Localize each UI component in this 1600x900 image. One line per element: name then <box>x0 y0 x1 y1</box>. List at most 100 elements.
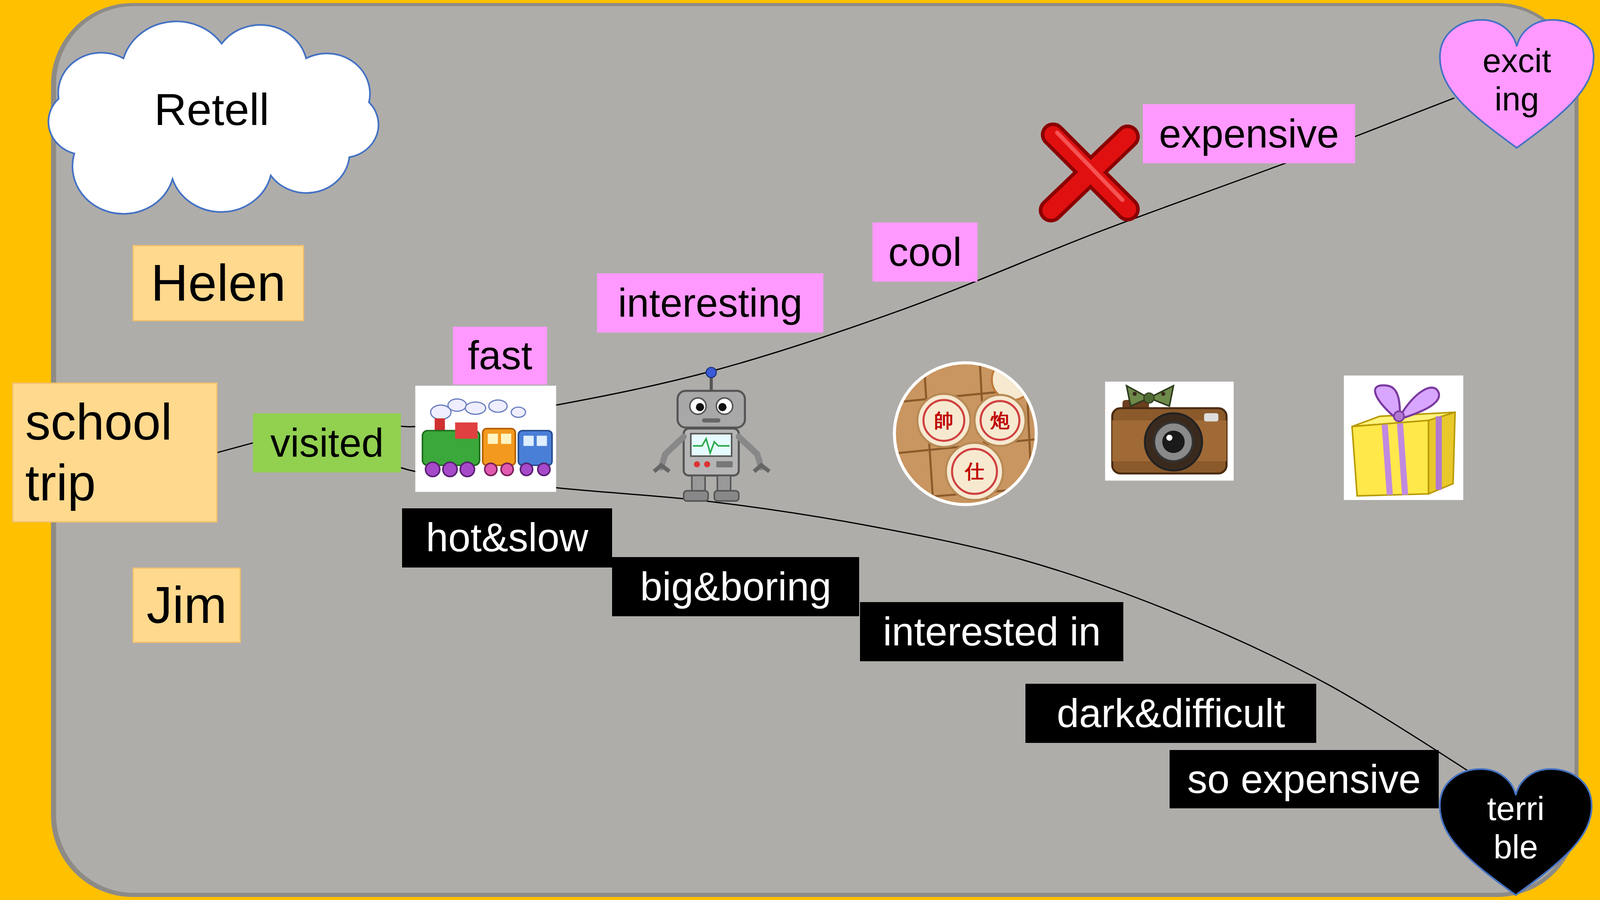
name-box: Jim <box>132 567 241 643</box>
positive-word: fast <box>452 326 547 385</box>
gift-picture <box>1343 375 1464 500</box>
chess-picture <box>887 357 1041 510</box>
camera-picture <box>1166 434 1173 441</box>
negative-word: interested in <box>860 602 1124 662</box>
positive-word: expensive <box>1142 104 1355 164</box>
train-picture <box>465 402 486 415</box>
gift-picture <box>1435 416 1443 490</box>
topic-box: school trip <box>12 382 218 523</box>
chess-character: 炮 <box>990 410 1010 430</box>
robot-picture <box>654 367 770 502</box>
heart-outline <box>1440 20 1594 148</box>
camera-picture <box>1132 391 1137 396</box>
train-picture <box>500 463 513 476</box>
cross-mark <box>1050 132 1128 210</box>
train-picture <box>447 399 467 412</box>
cross-mark <box>1050 134 1128 210</box>
gift-picture <box>1384 423 1405 495</box>
cloud-outline <box>48 21 379 215</box>
verb-box: visited <box>252 413 401 473</box>
chess-character: 仕 <box>965 461 985 481</box>
train-picture <box>487 433 498 444</box>
camera-picture <box>1143 392 1154 403</box>
robot-picture <box>692 438 730 453</box>
robot-picture <box>702 418 721 423</box>
node-text: terri ble <box>1466 789 1565 867</box>
node-text: visited <box>270 420 384 466</box>
chess-picture <box>991 359 1033 400</box>
chess-character: 帥 <box>934 410 954 430</box>
chess-picture <box>917 393 971 447</box>
node-text: interesting <box>617 280 803 326</box>
robot-picture <box>716 397 733 415</box>
robot-picture <box>716 461 733 468</box>
train-picture <box>488 400 508 413</box>
robot-picture <box>690 397 707 415</box>
robot-picture <box>738 436 762 468</box>
node-text: cool <box>888 229 962 275</box>
node-text: dark&difficult <box>1056 690 1285 737</box>
chess-picture <box>974 395 1026 446</box>
gift-picture <box>1393 411 1404 422</box>
robot-picture <box>690 433 732 457</box>
positive-word: cool <box>872 222 978 282</box>
gift-picture <box>1400 387 1440 419</box>
node-text: Jim <box>146 575 228 635</box>
camera-picture <box>1154 422 1193 462</box>
robot-picture <box>695 402 705 412</box>
robot-picture <box>706 367 717 378</box>
node-text: school trip <box>25 391 205 514</box>
robot-picture <box>704 461 711 468</box>
cross-mark <box>1050 134 1128 210</box>
train-picture <box>415 385 557 493</box>
node-text: big&boring <box>640 563 832 610</box>
heart-outline <box>1440 768 1592 895</box>
node-text: expensive <box>1158 110 1339 157</box>
robot-picture <box>718 402 727 412</box>
chess-picture <box>887 357 1041 510</box>
connector-line <box>400 467 1491 786</box>
feeling-heart: terri ble <box>1436 767 1595 898</box>
node-text: excit ing <box>1467 41 1567 119</box>
train-picture <box>537 463 550 476</box>
train-picture <box>455 422 478 439</box>
camera-picture <box>1126 385 1174 407</box>
chess-picture <box>923 400 965 441</box>
chess-picture <box>887 357 1041 510</box>
chess-picture <box>980 400 1020 440</box>
positive-word: interesting <box>597 273 824 333</box>
node-text: Helen <box>150 253 286 313</box>
cloud-title: Retell <box>15 25 409 194</box>
robot-picture <box>683 490 709 501</box>
cross-mark <box>1057 132 1123 200</box>
feeling-heart: excit ing <box>1436 18 1597 151</box>
camera-picture <box>1105 381 1234 481</box>
robot-picture <box>683 428 739 476</box>
camera-picture <box>1161 391 1166 396</box>
train-picture <box>442 462 458 477</box>
train-picture <box>511 407 526 418</box>
train-picture <box>520 463 533 476</box>
train-picture <box>518 430 553 465</box>
camera-picture <box>1204 413 1219 422</box>
chess-picture <box>887 357 1041 510</box>
chess-picture <box>945 442 1003 500</box>
robot-picture <box>654 465 670 472</box>
robot-picture <box>717 475 731 492</box>
negative-word: so expensive <box>1169 750 1440 809</box>
node-text: so expensive <box>1187 756 1421 803</box>
camera-picture <box>1112 408 1227 474</box>
negative-word: big&boring <box>612 557 860 617</box>
camera-picture <box>1105 381 1234 481</box>
train-picture <box>484 463 497 476</box>
train-picture <box>425 462 440 477</box>
node-text: Retell <box>154 83 270 136</box>
gift-picture <box>1428 412 1456 494</box>
chess-picture <box>952 449 998 495</box>
gift-picture <box>1352 420 1429 496</box>
robot-picture <box>661 436 684 468</box>
robot-picture <box>693 461 700 468</box>
train-picture <box>460 462 475 477</box>
robot-picture <box>714 490 739 501</box>
